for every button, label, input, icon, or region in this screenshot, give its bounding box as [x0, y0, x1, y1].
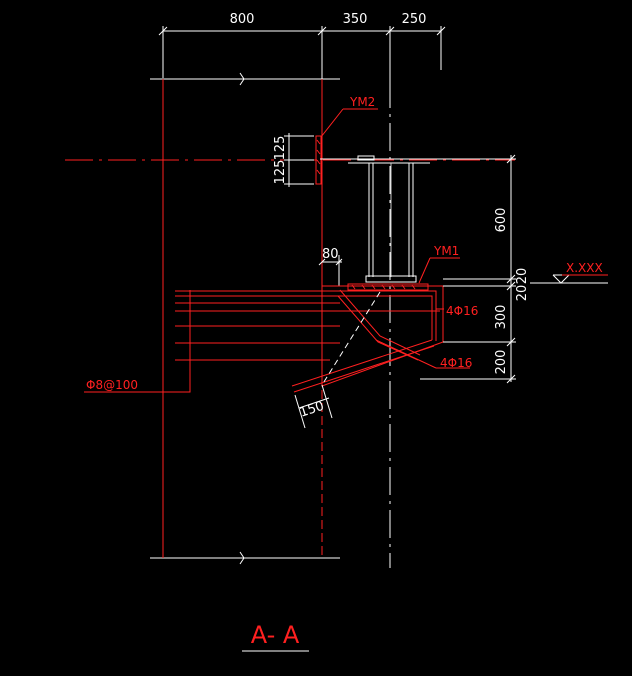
ym1-leader — [418, 257, 431, 284]
dim-125-lower: 125 — [273, 160, 288, 185]
label-ym1: YM1 — [433, 244, 459, 258]
dim-600: 600 — [494, 208, 509, 233]
stirrup-leader — [84, 290, 191, 393]
label-stirrup: Φ8@100 — [86, 378, 138, 392]
bent-rebar — [339, 289, 421, 356]
dim-350: 350 — [343, 12, 368, 27]
ym2-leader — [320, 108, 344, 138]
corbel-outline — [321, 285, 444, 387]
dim-250: 250 — [402, 12, 427, 27]
steel-base-plate — [365, 275, 417, 283]
inclined-rebar-lower — [291, 339, 433, 387]
section-title: A- A — [251, 621, 300, 649]
label-rebar-top: 4Φ16 — [446, 304, 478, 318]
label-ym2: YM2 — [349, 95, 375, 109]
label-rebar-bottom: 4Φ16 — [440, 356, 472, 370]
dim-80: 80 — [322, 247, 339, 262]
dim-150-line — [298, 397, 330, 409]
dim-150: 150 — [298, 399, 326, 421]
break-mark-top — [239, 72, 245, 86]
dim-125-upper: 125 — [273, 136, 288, 161]
dim-20-lower: 20 — [515, 285, 530, 302]
label-elevation: X.XXX — [566, 261, 603, 275]
rebar-label-leader-bottom — [375, 339, 437, 369]
elevation-triangle — [552, 274, 570, 284]
dashed-diagonal — [321, 291, 381, 386]
main-rebar-top — [175, 290, 437, 341]
ym1-plate — [347, 283, 429, 291]
dim-20-upper: 20 — [515, 268, 530, 285]
ym2-plate — [315, 135, 322, 185]
dim-300: 300 — [494, 305, 509, 330]
dim-800: 800 — [230, 12, 255, 27]
break-mark-bottom — [239, 551, 245, 565]
dim-200: 200 — [494, 350, 509, 375]
